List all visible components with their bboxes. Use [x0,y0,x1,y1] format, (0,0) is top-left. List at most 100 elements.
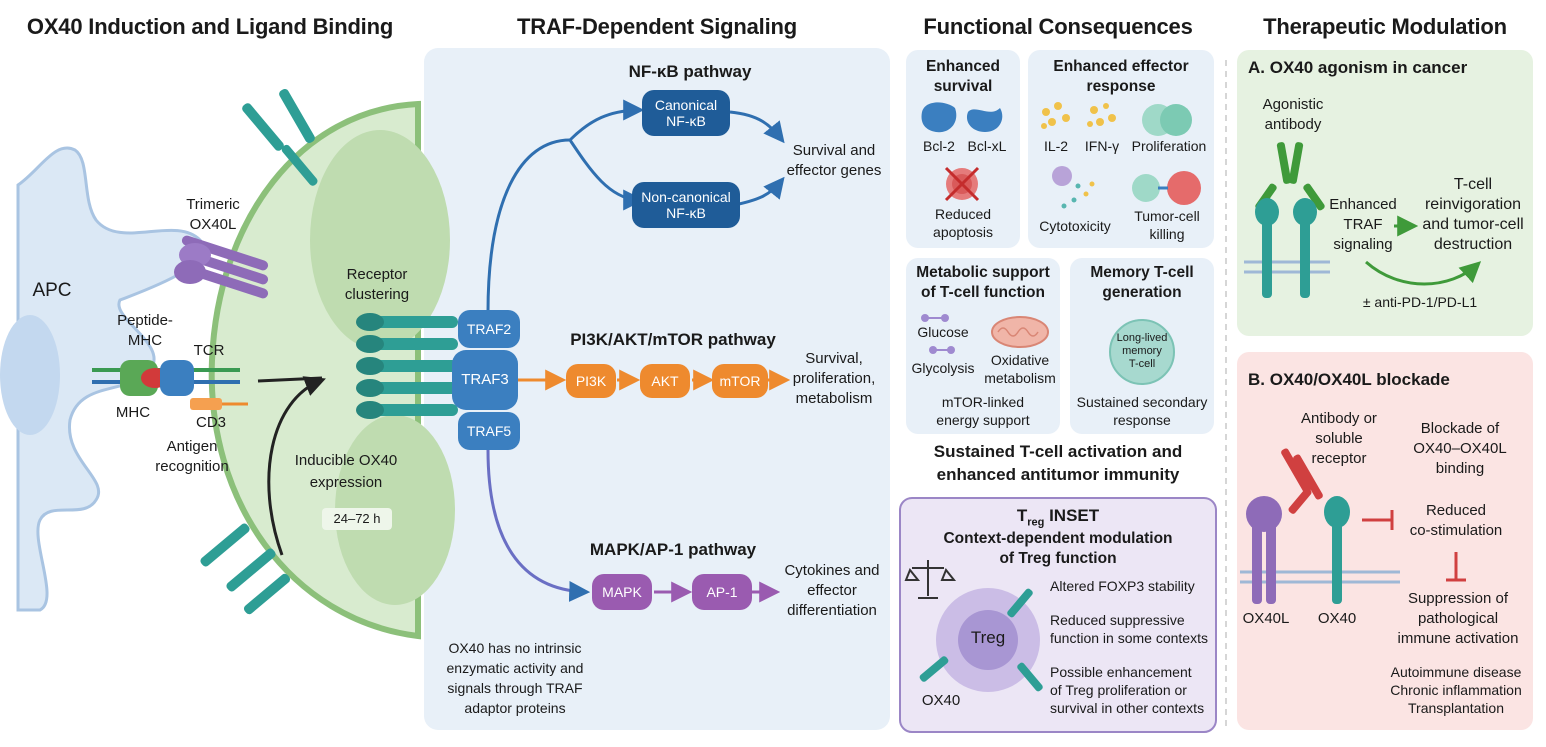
traf-note-2: enzymatic activity and [446,660,584,676]
treg-ox40-receptors [919,588,1043,692]
memory-title-2: generation [1102,284,1182,301]
agonism-curve-arrow [1365,260,1482,286]
il2-label: IL-2 [1043,138,1069,154]
pi3k-pathway-title: PI3K/AKT/mTOR pathway [570,330,776,349]
nfkb-output-1: Survival and [792,142,876,159]
arrow-canonical [568,99,645,142]
treg-title-2: of Treg function [999,550,1117,567]
treg-title-1: Context-dependent modulation [943,530,1173,547]
inducible-label: Inducible OX40 [294,452,398,469]
reinvigoration-label-1: T-cell [1453,176,1493,193]
clustered-ox40-receptors [356,313,458,419]
suppression-label-2: pathological [1417,610,1499,627]
recognition-label: recognition [155,458,229,475]
expression-label: expression [309,474,383,491]
peptide-mhc-label: MHC [127,332,163,349]
ifng-icon [1087,103,1116,127]
nfkb-output-2: effector genes [786,162,882,179]
ox40-receptor-blockade-icon [1324,496,1350,604]
mapk-node: MAPK [592,574,652,610]
t-cell-nucleus-upper [310,130,450,350]
disease-label-1: Autoimmune disease [1390,664,1522,680]
recognition-arrow [257,376,323,383]
arrow-to-nfkb [486,138,571,313]
glycolysis-label: Glycolysis [911,360,975,376]
arrow-canonical-out [729,110,785,144]
effector-title-1: Enhanced effector [1053,58,1189,75]
bcl2-label: Bcl-2 [923,138,955,154]
treg-inset-title: Treg INSET [900,506,1216,529]
traf-label: TRAF [1343,216,1383,233]
free-ox40-bottom [200,523,291,615]
ap1-node: AP-1 [692,574,752,610]
signaling-label: signaling [1333,236,1393,253]
survival-panel [906,50,1020,248]
apc-nucleus [0,315,60,435]
treg-inset-word: INSET [1044,506,1100,525]
treg-t: T [1016,506,1028,525]
glycolysis-icon [929,346,955,354]
free-ox40-top [242,88,318,186]
tcr-label: TCR [193,342,225,359]
oxidative-label: Oxidative [990,352,1050,368]
enhancement-label-1: Possible enhancement [1050,664,1192,680]
apoptosis-label: apoptosis [933,224,993,240]
trimeric-ox40l-icon [174,235,269,299]
ox40l-label: OX40L [189,216,237,233]
pd1-label: ± anti-PD-1/PD-L1 [1362,294,1478,310]
mapk-output-1: Cytokines and [784,562,880,579]
reinvigoration-label-2: reinvigoration [1424,196,1522,213]
arrow-noncanonical [568,139,645,211]
scale-icon [904,560,957,599]
response-label: response [1113,412,1171,428]
memory-title-1: Memory T-cell [1090,264,1194,281]
header-functional-consequences: Functional Consequences [923,14,1193,39]
cytotoxicity-icon [1052,166,1095,209]
treg-cell-label: Treg [970,628,1006,647]
traf-note-3: signals through TRAF [447,680,583,696]
reduced-costim-label-2: co-stimulation [1409,522,1503,539]
tumor-cell-label: Tumor-cell [1134,208,1200,224]
summary-line-1: Sustained T-cell activation and [933,442,1183,461]
proliferation-label: Proliferation [1131,138,1207,154]
suppression-label-1: Suppression of [1407,590,1509,607]
reinvigoration-label-4: destruction [1433,236,1513,253]
disease-label-2: Chronic inflammation [1390,682,1522,698]
proliferation-icon [1142,104,1192,136]
bcl2-icon [921,102,957,133]
clustering-label: clustering [344,286,410,303]
inhibit-costim-icon [1362,510,1394,530]
ox40-b-label: OX40 [1317,610,1357,627]
longlived-label: Long-lived [1116,332,1168,344]
foxp3-label: Altered FOXP3 stability [1050,578,1195,594]
binding-label: binding [1435,460,1485,477]
mitochondria-icon [991,316,1049,348]
ox40l-b-label: OX40L [1242,610,1290,627]
suppression-label-3: immune activation [1397,630,1519,647]
canonical-nfkb-node: Canonical NF-κB [642,90,730,136]
effector-title-2: response [1086,78,1156,95]
killing-label: killing [1149,226,1185,242]
noncanonical-label: Non-canonical [641,188,731,205]
ifng-label: IFN-γ [1084,138,1120,154]
blockade-of-label: Blockade of [1420,420,1500,437]
memory-cell-icon [1109,319,1175,385]
soluble-label: soluble [1315,430,1363,447]
mapk-pathway-title: MAPK/AP-1 pathway [589,540,757,559]
tumor-killing-icon [1132,171,1201,205]
receptor-b-label: receptor [1311,450,1367,467]
metabolism-label: metabolism [984,370,1056,386]
sustained-secondary-label: Sustained secondary [1076,394,1208,410]
header-traf-signaling: TRAF-Dependent Signaling [517,14,797,39]
bclxl-label: Bcl-xL [967,138,1007,154]
traf-note-1: OX40 has no intrinsic [448,640,582,656]
enhanced-label: Enhanced [1329,196,1397,213]
metabolic-panel [906,258,1060,434]
energy-support-label: energy support [936,412,1030,428]
reduced-label: Reduced [934,206,992,222]
receptor-label: Receptor [346,266,408,283]
suppressive-label-2: function in some contexts [1050,630,1208,646]
arrow-to-mapk [486,449,591,602]
peptide-label: Peptide- [117,312,173,329]
